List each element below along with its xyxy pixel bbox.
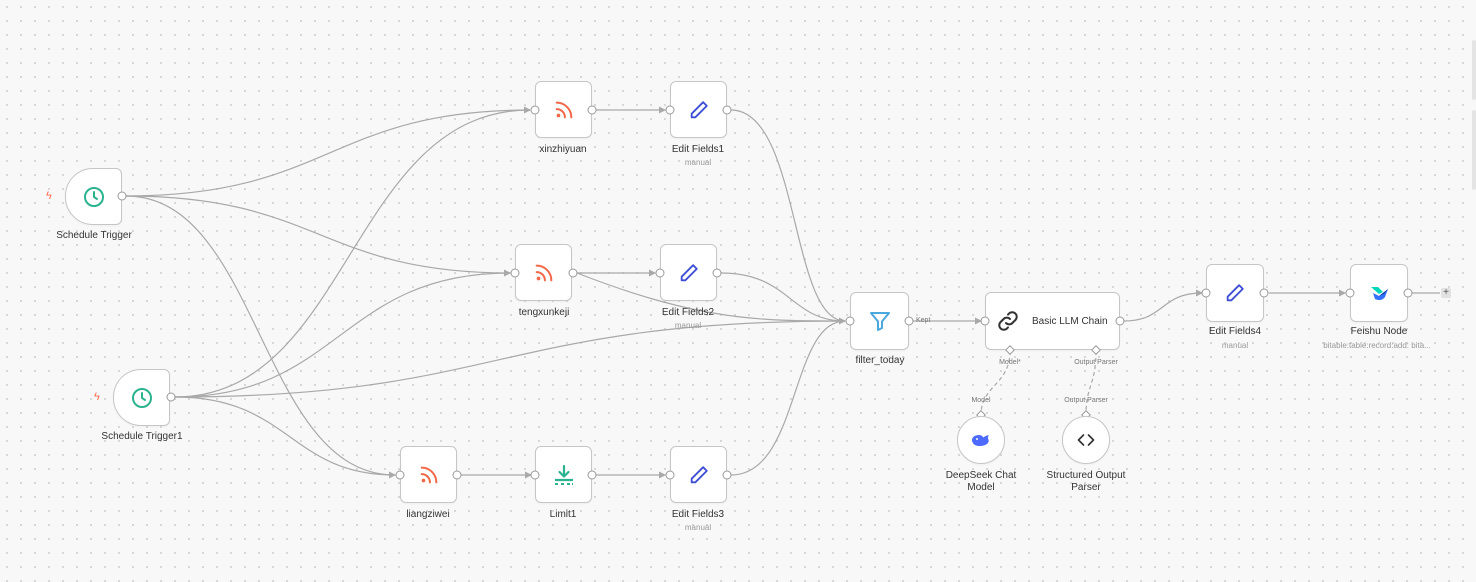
node-schedule-trigger1[interactable] — [113, 369, 170, 426]
code-brackets-icon — [1077, 434, 1095, 446]
output-port[interactable] — [166, 392, 176, 402]
input-port[interactable] — [530, 470, 540, 480]
trigger-bolt-icon: ϟ — [46, 190, 52, 202]
chain-link-icon — [998, 311, 1018, 331]
node-subtitle: manual — [674, 321, 702, 330]
output-port[interactable] — [1403, 288, 1413, 298]
input-port[interactable] — [510, 268, 520, 278]
node-edit-fields4[interactable] — [1206, 264, 1264, 322]
pencil-icon — [680, 263, 698, 281]
node-label: Feishu Node — [1350, 326, 1408, 337]
connection — [1123, 292, 1203, 322]
connection — [125, 109, 531, 197]
output-port[interactable] — [712, 268, 722, 278]
connection — [125, 195, 396, 476]
connection — [174, 396, 396, 476]
feishu-bird-icon — [1371, 287, 1388, 301]
connection — [125, 195, 511, 274]
node-label: liangziwei — [406, 509, 450, 520]
output-port[interactable] — [722, 105, 732, 115]
output-port[interactable] — [1115, 316, 1125, 326]
connection — [174, 272, 511, 398]
scrollbar-thumb[interactable] — [1472, 40, 1476, 100]
node-basic-llm-chain[interactable]: Basic LLM Chain — [985, 292, 1120, 350]
node-label: Edit Fields3 — [671, 509, 725, 520]
input-port[interactable] — [395, 470, 405, 480]
model-port-label: Model* — [999, 359, 1021, 366]
connection — [720, 272, 846, 322]
connection — [174, 320, 846, 398]
node-label: Edit Fields1 — [671, 144, 725, 155]
rss-icon — [535, 264, 552, 281]
output-port[interactable] — [722, 470, 732, 480]
node-structured-output-parser[interactable] — [1062, 416, 1110, 464]
model-connection — [980, 350, 1011, 416]
node-label: tengxunkeji — [518, 307, 570, 318]
node-label: xinzhiyuan — [539, 144, 587, 155]
output-port[interactable] — [587, 105, 597, 115]
node-label: Schedule Trigger1 — [101, 431, 183, 442]
clock-icon — [131, 387, 152, 408]
input-port[interactable] — [1345, 288, 1355, 298]
node-edit-fields3[interactable] — [670, 446, 727, 503]
output-port[interactable] — [904, 316, 914, 326]
node-label: Basic LLM Chain — [1032, 315, 1108, 327]
output-port[interactable] — [1259, 288, 1269, 298]
scrollbar-thumb[interactable] — [1472, 110, 1476, 190]
node-xinzhiyuan[interactable] — [535, 81, 592, 138]
pencil-icon — [1226, 284, 1244, 302]
input-port[interactable] — [665, 470, 675, 480]
node-edit-fields2[interactable] — [660, 244, 717, 301]
input-port[interactable] — [665, 105, 675, 115]
node-subtitle: manual — [1221, 341, 1249, 350]
input-port[interactable] — [1201, 288, 1211, 298]
node-label: filter_today — [855, 355, 905, 366]
download-icon — [554, 464, 573, 485]
node-deepseek-chat-model[interactable] — [957, 416, 1005, 464]
output-port[interactable] — [587, 470, 597, 480]
output-port[interactable] — [117, 191, 127, 201]
node-label: Schedule Trigger — [56, 230, 132, 241]
rss-icon — [555, 101, 572, 118]
node-feishu[interactable] — [1350, 264, 1408, 322]
clock-icon — [83, 186, 104, 207]
output-port-label: Kept — [916, 317, 931, 324]
trigger-bolt-icon: ϟ — [94, 391, 100, 403]
connection — [730, 109, 846, 322]
node-liangziwei[interactable] — [400, 446, 457, 503]
node-subtitle: bitable:table:record:add: bita... — [1323, 341, 1431, 350]
add-node-button[interactable]: + — [1441, 288, 1451, 298]
parser-connection — [1085, 350, 1097, 416]
node-subtitle: manual — [684, 523, 712, 532]
node-subtitle: manual — [684, 158, 712, 167]
node-label: Edit Fields4 — [1208, 326, 1262, 337]
input-port[interactable] — [980, 316, 990, 326]
node-label: Limit1 — [549, 509, 577, 520]
pencil-icon — [690, 100, 708, 118]
node-tengxunkeji[interactable] — [515, 244, 572, 301]
pencil-icon — [690, 465, 708, 483]
output-parser-port-label: Output Parser — [1074, 359, 1118, 366]
output-port[interactable] — [452, 470, 462, 480]
node-label: Structured Output Parser — [1046, 470, 1126, 493]
node-label: DeepSeek Chat Model — [945, 470, 1017, 493]
node-schedule-trigger[interactable] — [65, 168, 122, 225]
model-port-label: Model — [971, 397, 991, 404]
node-filter-today[interactable] — [850, 292, 909, 350]
connection — [730, 320, 846, 476]
connection — [576, 272, 846, 322]
whale-icon — [972, 435, 989, 446]
node-edit-fields1[interactable] — [670, 81, 727, 138]
output-port[interactable] — [568, 268, 578, 278]
node-limit1[interactable] — [535, 446, 592, 503]
input-port[interactable] — [530, 105, 540, 115]
rss-icon — [420, 466, 437, 483]
funnel-icon — [869, 312, 890, 331]
input-port[interactable] — [845, 316, 855, 326]
connection — [174, 109, 531, 398]
output-parser-port-label: Output Parser — [1064, 397, 1108, 404]
node-label: Edit Fields2 — [661, 307, 715, 318]
input-port[interactable] — [655, 268, 665, 278]
